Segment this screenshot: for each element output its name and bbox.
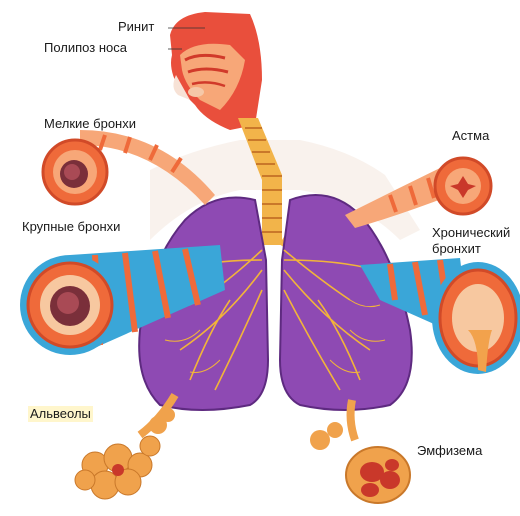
- label-alveoly: Альвеолы: [28, 406, 93, 422]
- emphysema-illustration: [310, 400, 410, 503]
- label-astma: Астма: [452, 128, 489, 144]
- label-krupnye-bronhi: Крупные бронхи: [22, 219, 120, 235]
- label-rinit: Ринит: [118, 19, 154, 35]
- head-section: [170, 12, 262, 130]
- label-hron-line2: бронхит: [432, 241, 481, 257]
- label-melkie-bronhi: Мелкие бронхи: [44, 116, 136, 132]
- label-polypoz: Полипоз носа: [44, 40, 127, 56]
- label-hron-line1: Хронический: [432, 225, 510, 241]
- label-emfizema: Эмфизема: [417, 443, 482, 459]
